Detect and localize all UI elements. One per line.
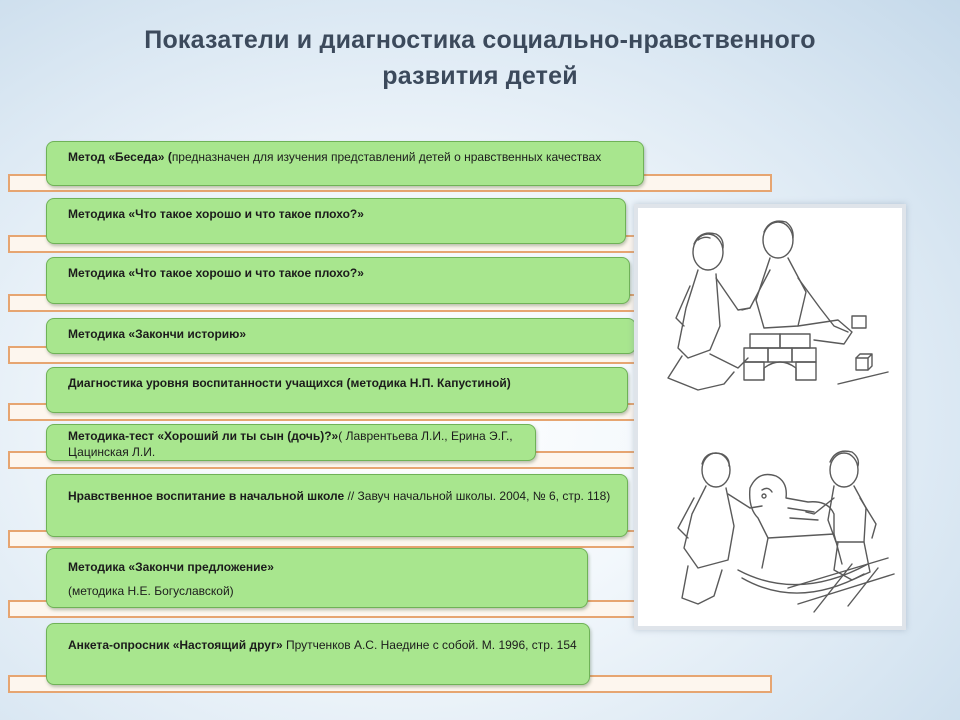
title-line-1: Показатели и диагностика социально-нравс… — [144, 26, 816, 54]
list-item-moral-education-primary: Нравственное воспитание в начальной школ… — [46, 474, 628, 537]
list-item-method-son-daughter-test: Методика-тест «Хороший ли ты сын (дочь)?… — [46, 424, 536, 461]
item-title: Анкета-опросник «Настоящий друг» — [68, 638, 283, 652]
illustration-children-playing — [634, 204, 906, 630]
list-item-method-finish-sentence: Методика «Закончи предложение» (методика … — [46, 548, 588, 608]
page-title: Показатели и диагностика социально-нравс… — [100, 22, 860, 94]
title-line-2: развития детей — [382, 62, 578, 90]
item-text: ( Лаврентьева Л.И., Ерина Э.Г., Цацинска… — [68, 429, 513, 459]
boys-rocking-horse — [677, 450, 895, 613]
item-text: (методика Н.Е. Богуславской) — [68, 584, 234, 598]
children-playing-sketch — [667, 220, 895, 613]
item-text: Прутченков А.С. Наедине с собой. М. 1996… — [282, 638, 577, 652]
item-title: Методика «Закончи историю» — [68, 327, 247, 341]
item-text: // Завуч начальной школы. 2004, № 6, стр… — [344, 489, 611, 503]
list-item-method-good-bad-1: Методика «Что такое хорошо и что такое п… — [46, 198, 626, 244]
list-item-method-kapustina: Диагностика уровня воспитанности учащихс… — [46, 367, 628, 413]
item-title: Методика «Что такое хорошо и что такое п… — [68, 266, 364, 280]
boys-building-blocks — [667, 220, 889, 391]
item-title: Методика «Закончи предложение» — [68, 560, 274, 574]
item-title: Нравственное воспитание в начальной школ… — [68, 489, 345, 503]
list-item-questionnaire-true-friend: Анкета-опросник «Настоящий друг» Прутчен… — [46, 623, 590, 685]
list-item-method-finish-story: Методика «Закончи историю» — [46, 318, 636, 354]
item-title: Методика-тест «Хороший ли ты сын (дочь)?… — [68, 429, 339, 443]
item-title: Диагностика уровня воспитанности учащихс… — [68, 376, 511, 390]
item-title: Методика «Что такое хорошо и что такое п… — [68, 207, 364, 221]
list-item-method-beseda: Метод «Беседа» (предназначен для изучени… — [46, 141, 644, 186]
item-title: Метод «Беседа» ( — [68, 150, 172, 164]
list-item-method-good-bad-2: Методика «Что такое хорошо и что такое п… — [46, 257, 630, 304]
item-text: предназначен для изучения представлений … — [171, 150, 602, 164]
